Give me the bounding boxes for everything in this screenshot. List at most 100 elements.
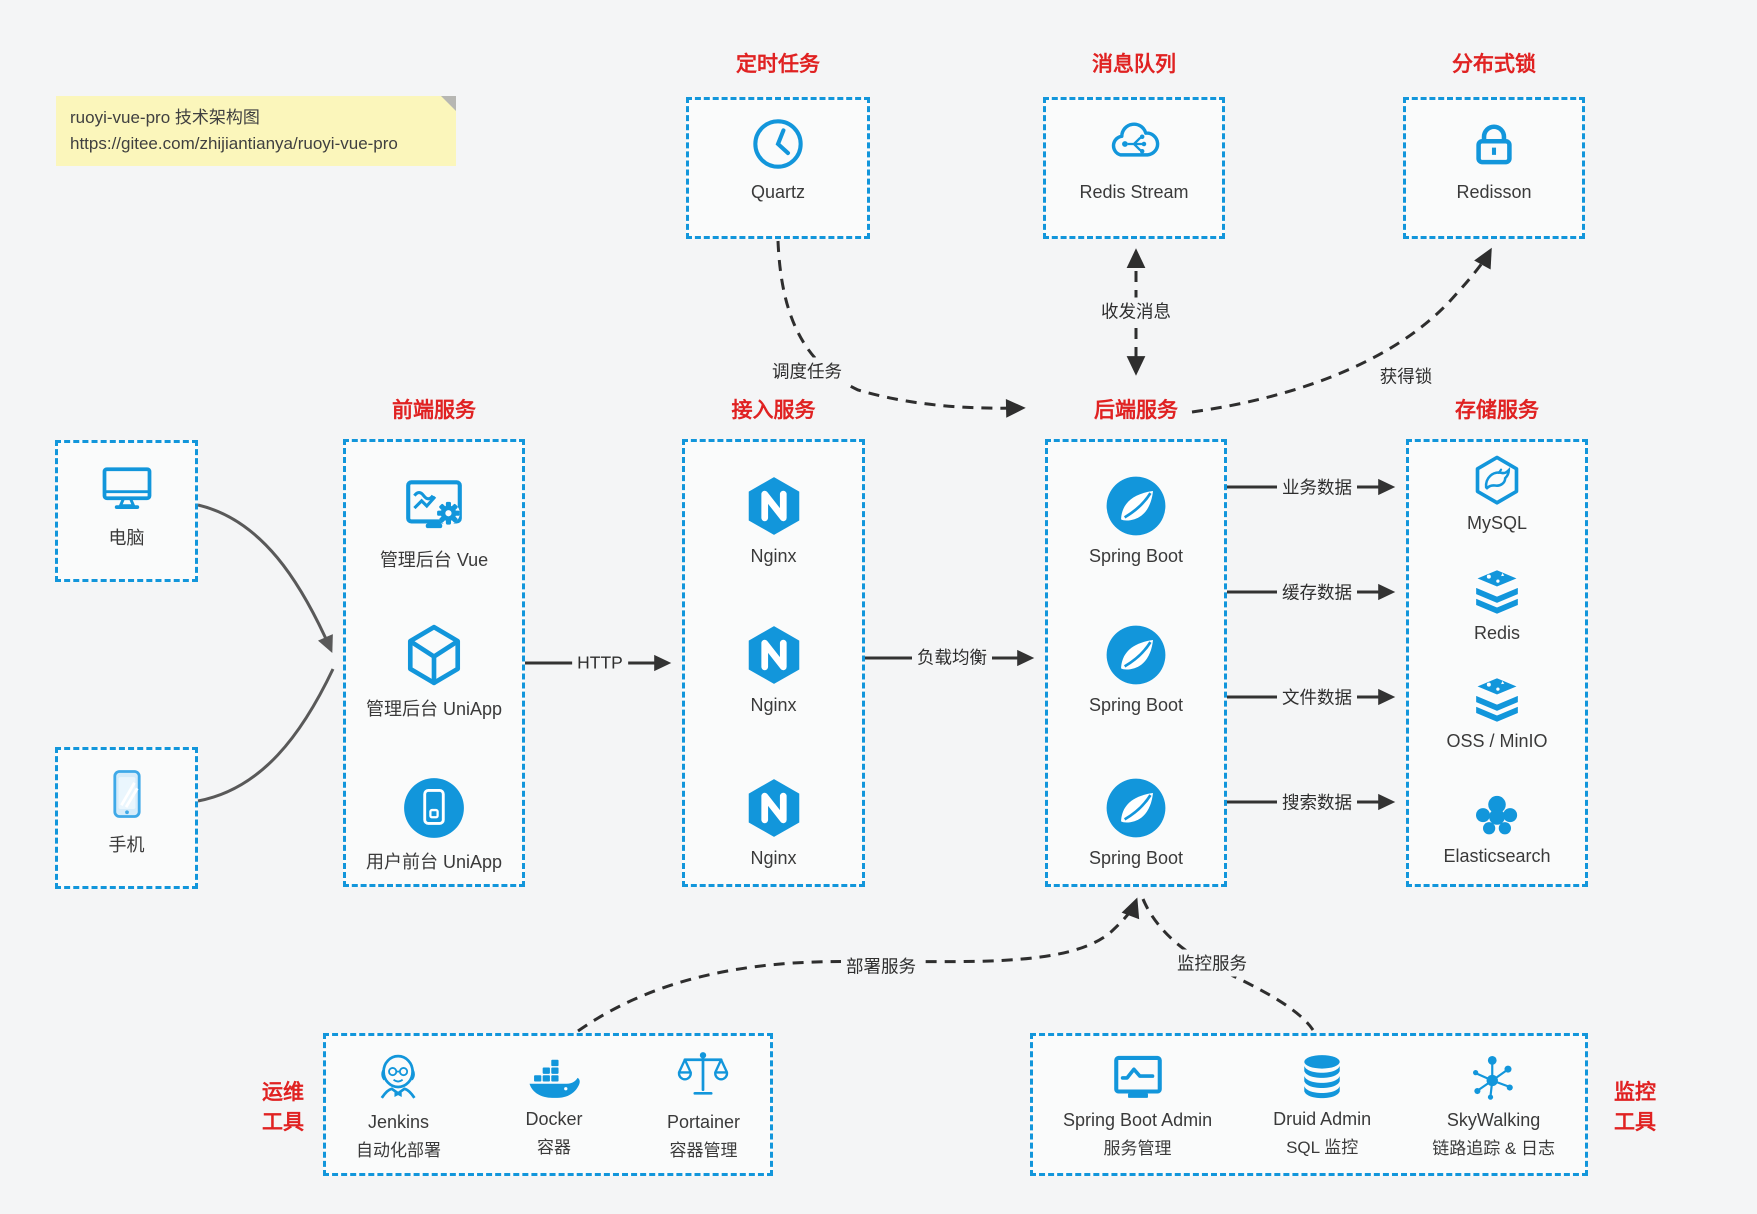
spring-icon (1105, 475, 1167, 537)
group-title-monitor-tools: 监控 工具 (1614, 1081, 1656, 1134)
node-elasticsearch: Elasticsearch (1409, 789, 1585, 867)
user-app-icon (402, 776, 466, 840)
edge-label-cache-data: 缓存数据 (1277, 578, 1357, 606)
node-label: Redisson (1456, 182, 1532, 202)
clock-icon (749, 115, 807, 173)
group-title-gateway: 接入服务 (731, 399, 816, 422)
node-mysql: MySQL (1409, 452, 1585, 534)
node-oss-minio: OSS / MinIO (1409, 672, 1585, 752)
node-label: 电脑 (108, 528, 145, 548)
node-label: 管理后台 Vue (379, 550, 489, 570)
db-stack-icon (1474, 676, 1520, 724)
node-nginx-1: Nginx (685, 473, 862, 567)
node-label: SkyWalking (1446, 1110, 1541, 1130)
group-title-message-queue: 消息队列 (1092, 53, 1176, 76)
cube-icon (401, 622, 467, 688)
spring-icon (1105, 777, 1167, 839)
client-box-mobile: 手机 (55, 747, 198, 889)
node-label: OSS / MinIO (1446, 731, 1548, 751)
smartphone-icon (112, 770, 141, 818)
node-label: Redis (1473, 623, 1521, 643)
edge-label-file-data: 文件数据 (1277, 683, 1357, 711)
group-box-message-queue: Redis Stream (1043, 97, 1225, 239)
group-box-gateway: Nginx Nginx Nginx (682, 439, 865, 887)
nginx-icon (741, 622, 807, 688)
nginx-icon (741, 775, 807, 841)
node-desc: 容器管理 (669, 1141, 738, 1160)
edge-label-monitor: 监控服务 (1172, 949, 1252, 977)
note-fold-corner (441, 96, 456, 111)
nginx-icon (741, 473, 807, 539)
node-label: 手机 (108, 835, 145, 855)
database-icon (1304, 1055, 1340, 1099)
node-label: Quartz (750, 182, 806, 202)
group-box-backend: Spring Boot Spring Boot Spring Boot (1045, 439, 1227, 887)
node-admin-vue: 管理后台 Vue (346, 473, 522, 572)
cloud-network-icon (1111, 122, 1160, 157)
group-title-ops-tools: 运维 工具 (262, 1081, 304, 1134)
node-jenkins: Jenkins 自动化部署 (356, 1048, 441, 1161)
edge-label-http: HTTP (572, 651, 628, 675)
edge-pc-to-frontend (197, 503, 333, 653)
edge-mobile-to-frontend (197, 668, 335, 803)
edge-label-search-data: 搜索数据 (1277, 788, 1357, 816)
node-nginx-3: Nginx (685, 775, 862, 869)
group-title-scheduled-job: 定时任务 (736, 53, 820, 76)
node-label: Elasticsearch (1443, 846, 1551, 866)
group-box-distributed-lock: Redisson (1403, 97, 1585, 239)
node-label: 管理后台 UniApp (365, 699, 503, 719)
node-desc: 服务管理 (1103, 1139, 1172, 1158)
desktop-icon (102, 467, 151, 510)
client-box-pc: 电脑 (55, 440, 198, 582)
group-title-frontend: 前端服务 (392, 399, 476, 422)
group-box-storage: MySQL Redis OSS / MinIO Elasticsearch (1406, 439, 1588, 887)
note-url: https://gitee.com/zhijiantianya/ruoyi-vu… (70, 134, 398, 153)
node-label: Spring Boot (1088, 695, 1184, 715)
group-box-ops-tools: Jenkins 自动化部署 Docker 容器 Portainer 容器管理 (323, 1033, 773, 1176)
edge-label-deploy: 部署服务 (841, 952, 921, 980)
node-springboot-3: Spring Boot (1048, 775, 1224, 869)
edge-label-messaging: 收发消息 (1096, 297, 1176, 325)
lock-icon (1465, 115, 1523, 173)
node-label: Spring Boot Admin (1063, 1110, 1213, 1130)
edge-label-business-data: 业务数据 (1277, 473, 1357, 501)
node-portainer: Portainer 容器管理 (667, 1048, 740, 1161)
sticky-note: ruoyi-vue-pro 技术架构图 https://gitee.com/zh… (56, 96, 456, 166)
note-title: ruoyi-vue-pro 技术架构图 (70, 108, 260, 127)
node-nginx-2: Nginx (685, 622, 862, 716)
edge-acquire-lock (1191, 247, 1492, 414)
group-box-monitor-tools: Spring Boot Admin 服务管理 Druid Admin SQL 监… (1030, 1033, 1588, 1176)
node-label: Nginx (750, 546, 797, 566)
jenkins-icon (379, 1054, 416, 1100)
node-admin-uniapp: 管理后台 UniApp (346, 622, 522, 721)
mysql-icon (1475, 455, 1519, 505)
node-label: Spring Boot (1088, 848, 1184, 868)
group-title-storage: 存储服务 (1455, 399, 1539, 422)
spring-icon (1105, 624, 1167, 686)
node-springboot-1: Spring Boot (1048, 473, 1224, 567)
node-desc: 自动化部署 (356, 1141, 441, 1160)
node-docker: Docker 容器 (525, 1051, 583, 1158)
node-label: Portainer (666, 1112, 740, 1132)
portainer-icon (678, 1050, 729, 1095)
admin-vue-icon (401, 473, 467, 539)
edge-label-load-balance: 负载均衡 (912, 643, 992, 671)
docker-icon (529, 1059, 580, 1098)
node-label: Jenkins (367, 1112, 430, 1132)
db-stack-icon (1474, 568, 1520, 616)
node-label: Nginx (750, 695, 797, 715)
elasticsearch-icon (1476, 795, 1518, 835)
node-desc: 链路追踪 & 日志 (1432, 1139, 1555, 1158)
node-desc: SQL 监控 (1286, 1138, 1359, 1157)
node-label: Docker (525, 1109, 583, 1129)
node-label: MySQL (1466, 513, 1527, 533)
node-desc: 容器 (536, 1138, 571, 1157)
node-label: Nginx (750, 848, 797, 868)
node-skywalking: SkyWalking 链路追踪 & 日志 (1432, 1050, 1555, 1159)
node-druid-admin: Druid Admin SQL 监控 (1273, 1051, 1371, 1158)
group-title-distributed-lock: 分布式锁 (1452, 53, 1536, 76)
topology-icon (1471, 1054, 1514, 1101)
node-user-uniapp: 用户前台 UniApp (346, 775, 522, 874)
group-box-scheduled-job: Quartz (686, 97, 870, 239)
